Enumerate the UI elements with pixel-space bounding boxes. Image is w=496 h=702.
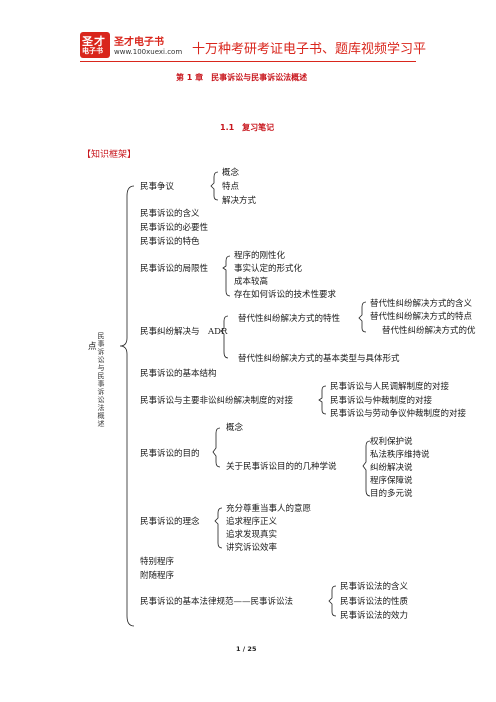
root-label: 民事诉讼与民事诉讼法概述 — [97, 332, 105, 428]
dispute-item: 概念 — [222, 168, 240, 178]
theory-item: 纠纷解决说 — [370, 463, 413, 473]
theory-item: 权利保护说 — [370, 437, 413, 447]
adr-feature-item: 替代性纠纷解决方式的优 — [382, 326, 476, 336]
relation-item: 民事诉讼与仲裁制度的对接 — [330, 396, 433, 406]
brand-name: 圣才电子书 — [114, 37, 164, 48]
node-dispute: 民事争议 — [140, 182, 175, 192]
node-ideas: 民事诉讼的理念 — [140, 517, 200, 527]
limitation-item: 存在如何诉讼的技术性要求 — [234, 290, 337, 300]
idea-item: 追求发现真实 — [226, 530, 278, 540]
dispute-item: 解决方式 — [222, 196, 257, 206]
brand-logo: 圣才 电子书 — [80, 32, 110, 58]
node-ancillary: 附随程序 — [140, 571, 175, 581]
node-special: 特别程序 — [140, 557, 175, 567]
node-necessity: 民事诉讼的必要性 — [140, 223, 209, 233]
adr-feature-item: 替代性纠纷解决方式的特点 — [370, 312, 473, 322]
adr-feature: 替代性纠纷解决方式的特性 — [238, 314, 341, 324]
idea-item: 追求程序正义 — [226, 517, 278, 527]
idea-item: 充分尊重当事人的意愿 — [226, 504, 312, 514]
knowledge-frame-heading: 【知识框架】 — [82, 150, 137, 160]
purpose-theories: 关于民事诉讼目的的几种学说 — [226, 462, 337, 472]
theory-item: 目的多元说 — [370, 489, 413, 499]
limitation-item: 程序的刚性化 — [234, 251, 286, 261]
limitation-item: 成本较高 — [234, 277, 269, 287]
idea-item: 讲究诉讼效率 — [226, 543, 278, 553]
root-tail: 点 — [88, 342, 97, 352]
header-divider — [80, 61, 416, 62]
node-adr: 民事纠纷解决与 ADR — [140, 327, 228, 337]
node-limitations: 民事诉讼的局限性 — [140, 264, 209, 274]
node-features: 民事诉讼的特色 — [140, 237, 200, 247]
relation-item: 民事诉讼与劳动争议仲裁制度的对接 — [330, 409, 467, 419]
relation-item: 民事诉讼与人民调解制度的对接 — [330, 382, 450, 392]
section-title: 1.1 复习笔记 — [220, 123, 275, 132]
node-structure: 民事诉讼的基本结构 — [140, 369, 217, 379]
chapter-title: 第 1 章 民事诉讼与民事诉讼法概述 — [176, 73, 308, 82]
node-purpose: 民事诉讼的目的 — [140, 449, 200, 459]
limitation-item: 事实认定的形式化 — [234, 264, 303, 274]
logo-text-top: 圣才 — [82, 35, 106, 48]
dispute-item: 特点 — [222, 182, 240, 192]
law-item: 民事诉讼法的效力 — [340, 611, 409, 621]
brand-url[interactable]: www.100xuexi.com — [114, 48, 183, 56]
law-item: 民事诉讼法的含义 — [340, 582, 409, 592]
adr-types: 替代性纠纷解决方式的基本类型与具体形式 — [238, 354, 400, 364]
node-basic-law: 民事诉讼的基本法律规范——民事诉讼法 — [140, 597, 294, 607]
law-item: 民事诉讼法的性质 — [340, 597, 409, 607]
header-slogan: 十万种考研考证电子书、题库视频学习平 — [192, 42, 427, 57]
theory-item: 程序保障说 — [370, 476, 413, 486]
page-number: 1 / 25 — [236, 645, 257, 653]
logo-text-bottom: 电子书 — [82, 47, 103, 55]
node-meaning: 民事诉讼的含义 — [140, 209, 200, 219]
purpose-concept: 概念 — [226, 423, 244, 433]
adr-feature-item: 替代性纠纷解决方式的含义 — [370, 299, 473, 309]
theory-item: 私法秩序维持说 — [370, 450, 430, 460]
node-relation: 民事诉讼与主要非讼纠纷解决制度的对接 — [140, 396, 294, 406]
